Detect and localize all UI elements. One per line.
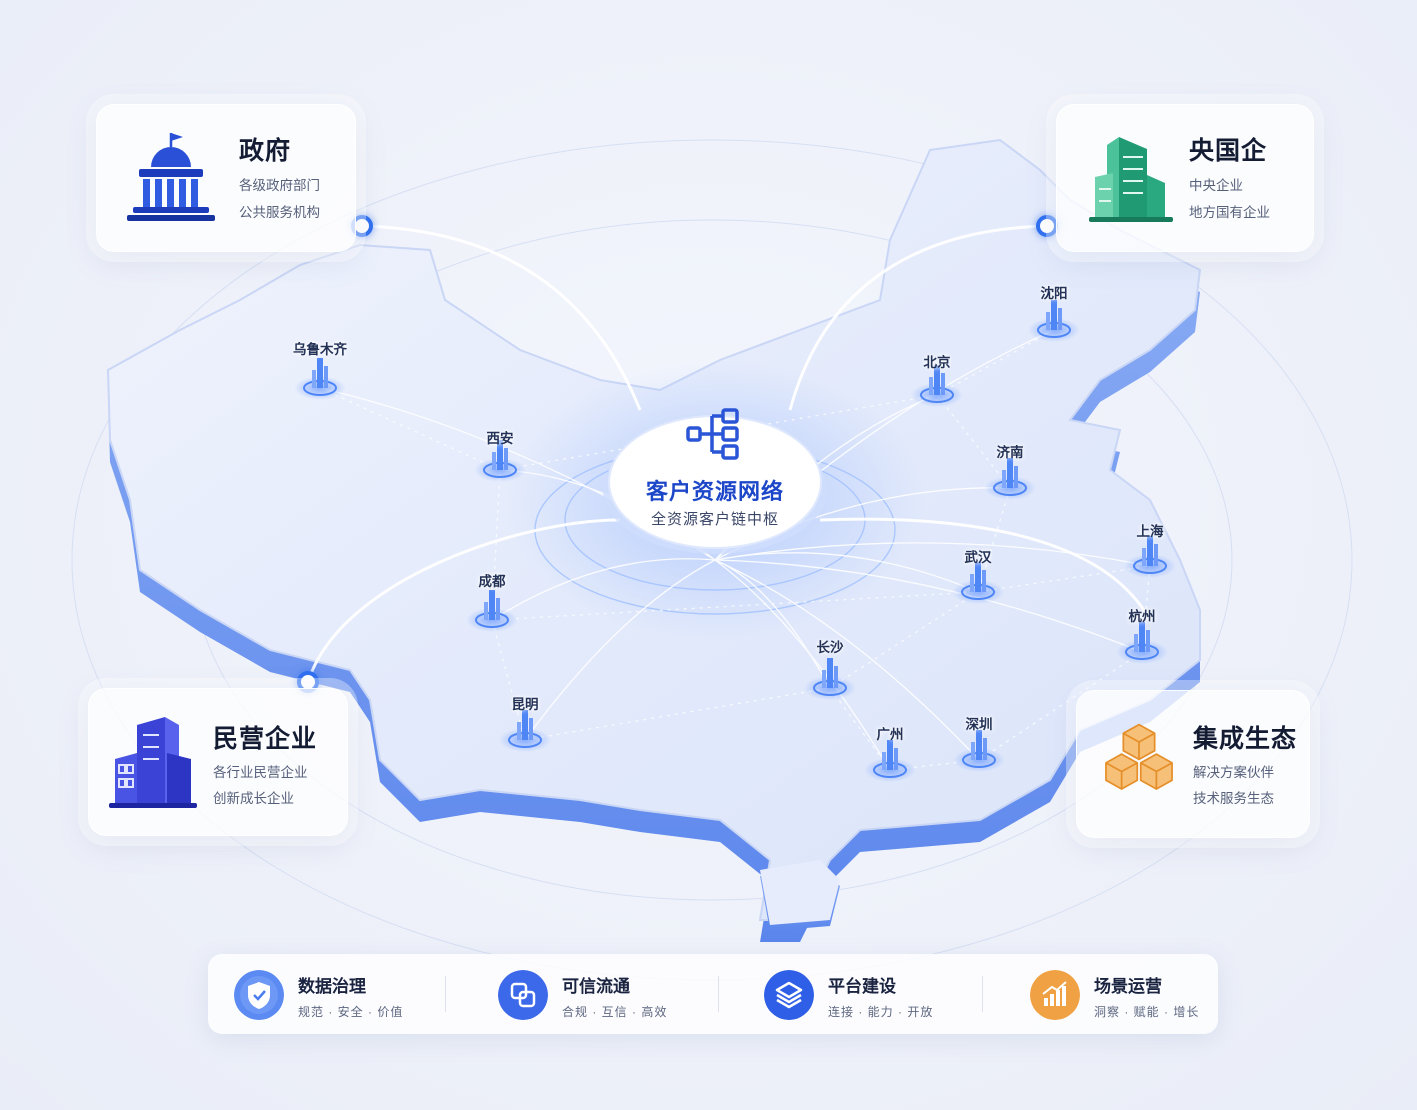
city-pin-wuhan — [952, 562, 1004, 604]
city-label-xian: 西安 — [486, 431, 514, 446]
card-government-line-1: 各级政府部门 — [239, 178, 320, 193]
hub-title: 客户资源网络 — [645, 479, 784, 504]
city-pin-shenzhen — [953, 730, 1005, 772]
city-pin-urumqi — [294, 358, 346, 400]
network-link — [714, 559, 980, 761]
network-link — [524, 559, 716, 741]
feature-bar: 数据治理 规范 · 安全 · 价值 可信流通 合规 · 互信 · 高效 平台建设… — [208, 954, 1218, 1034]
network-mesh-line — [491, 591, 979, 621]
city-pin-jinan — [984, 458, 1036, 500]
city-label-hangzhou: 杭州 — [1128, 609, 1156, 624]
feature-data-governance-title: 数据治理 — [298, 977, 366, 996]
card-ecosystem-line-1: 解决方案伙伴 — [1193, 765, 1274, 780]
feature-platform-building-subtitle: 连接 · 能力 · 开放 — [828, 1005, 934, 1019]
feature-trusted-circulation-title: 可信流通 — [562, 977, 630, 996]
city-pin-shenyang — [1028, 300, 1080, 342]
card-private[interactable]: 民营企业 各行业民营企业 创新成长企业 — [88, 688, 348, 836]
city-label-shenzhen: 深圳 — [965, 717, 993, 732]
card-private-line-1: 各行业民营企业 — [213, 765, 308, 780]
city-label-kunming: 昆明 — [511, 697, 539, 712]
city-pin-kunming — [499, 710, 551, 752]
feature-platform-building-title: 平台建设 — [828, 977, 896, 996]
network-mesh-line — [936, 394, 1011, 489]
feature-divider — [982, 976, 983, 1012]
city-label-shanghai: 上海 — [1136, 524, 1164, 539]
city-pin-changsha — [804, 658, 856, 700]
private-building-icon — [109, 717, 197, 808]
network-link — [714, 542, 1151, 567]
city-pin-beijing — [911, 365, 963, 407]
soe-connector-dot — [1036, 215, 1058, 237]
city-label-wuhan: 武汉 — [964, 550, 992, 565]
feature-platform-building[interactable]: 平台建设 连接 · 能力 · 开放 — [738, 954, 978, 1034]
network-link — [491, 558, 716, 621]
card-soe[interactable]: 央国企 中央企业 地方国有企业 — [1056, 104, 1314, 252]
hub-node: 客户资源网络 全资源客户链中枢 — [602, 388, 828, 556]
government-building-icon — [127, 133, 215, 221]
connection-arcs — [306, 224, 1152, 683]
network-mesh-line — [499, 394, 938, 471]
city-pins — [294, 300, 1176, 782]
layers-icon — [764, 970, 814, 1020]
city-pin-guangzhou — [864, 740, 916, 782]
city-pin-chengdu — [466, 590, 518, 632]
shield-icon — [234, 970, 284, 1020]
office-tower-icon — [1089, 137, 1173, 222]
city-label-chengdu: 成都 — [478, 574, 506, 589]
feature-trusted-circulation[interactable]: 可信流通 合规 · 互信 · 高效 — [472, 954, 712, 1034]
card-government-title: 政府 — [239, 137, 292, 165]
feature-scenario-operations-subtitle: 洞察 · 赋能 · 增长 — [1094, 1005, 1200, 1019]
network-mesh-line — [829, 687, 891, 771]
link-icon — [498, 970, 548, 1020]
feature-scenario-operations[interactable]: 场景运营 洞察 · 赋能 · 增长 — [1004, 954, 1244, 1034]
network-mesh-line — [319, 387, 501, 471]
city-pin-xian — [474, 440, 526, 482]
city-label-beijing: 北京 — [923, 355, 951, 370]
feature-data-governance-subtitle: 规范 · 安全 · 价值 — [298, 1005, 404, 1019]
hub-subtitle: 全资源客户链中枢 — [650, 511, 779, 528]
network-mesh-line — [977, 565, 1151, 593]
card-government-line-2: 公共服务机构 — [239, 205, 320, 220]
card-ecosystem-title: 集成生态 — [1193, 725, 1298, 753]
city-label-urumqi: 乌鲁木齐 — [293, 342, 347, 357]
card-soe-line-2: 地方国有企业 — [1189, 205, 1270, 220]
network-mesh-line — [524, 687, 831, 741]
cubes-icon — [1105, 723, 1173, 790]
card-government[interactable]: 政府 各级政府部门 公共服务机构 — [96, 104, 356, 252]
feature-divider — [445, 976, 446, 1012]
card-ecosystem-line-2: 技术服务生态 — [1193, 791, 1274, 806]
card-private-line-2: 创新成长企业 — [213, 791, 294, 806]
network-mesh-line — [491, 469, 501, 621]
card-private-title: 民营企业 — [213, 725, 318, 753]
network-link — [714, 559, 1143, 653]
feature-divider — [718, 976, 719, 1012]
city-label-changsha: 长沙 — [816, 640, 844, 655]
feature-data-governance[interactable]: 数据治理 规范 · 安全 · 价值 — [208, 954, 448, 1034]
growth-chart-icon — [1030, 970, 1080, 1020]
feature-scenario-operations-title: 场景运营 — [1094, 977, 1162, 996]
city-label-jinan: 济南 — [996, 445, 1024, 460]
network-mesh-line — [978, 651, 1143, 761]
city-pin-shanghai — [1124, 536, 1176, 578]
network-mesh-line — [829, 591, 979, 689]
city-label-shenyang: 沈阳 — [1040, 286, 1068, 301]
city-pin-hangzhou — [1116, 622, 1168, 664]
card-soe-title: 央国企 — [1189, 137, 1268, 165]
city-label-guangzhou: 广州 — [876, 727, 904, 742]
network-mesh-line — [936, 329, 1055, 396]
feature-trusted-circulation-subtitle: 合规 · 互信 · 高效 — [562, 1005, 668, 1019]
network-tree-icon — [686, 408, 739, 460]
network-link — [714, 559, 891, 771]
card-soe-line-1: 中央企业 — [1189, 178, 1243, 193]
card-ecosystem[interactable]: 集成生态 解决方案伙伴 技术服务生态 — [1076, 690, 1310, 838]
